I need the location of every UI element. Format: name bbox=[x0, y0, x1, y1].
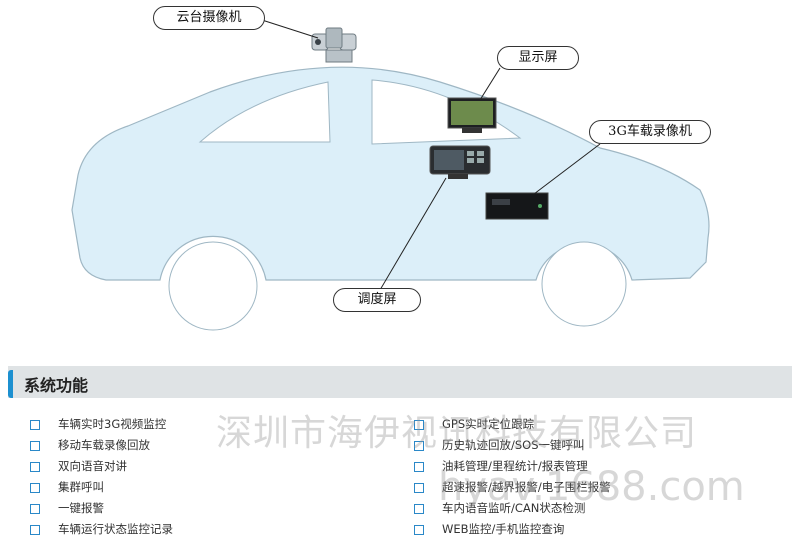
feature-label: 移动车载录像回放 bbox=[58, 438, 150, 452]
checkbox-bullet-icon bbox=[414, 440, 424, 451]
checkbox-bullet-icon bbox=[414, 482, 424, 493]
feature-label: 历史轨迹回放/SOS一键呼叫 bbox=[442, 438, 585, 452]
feature-item: 一键报警 bbox=[30, 498, 173, 519]
feature-item: 双向语音对讲 bbox=[30, 456, 173, 477]
feature-label: 超速报警/越界报警/电子围栏报警 bbox=[442, 480, 611, 494]
feature-item: 车辆实时3G视频监控 bbox=[30, 414, 173, 435]
leader-ptz bbox=[261, 19, 319, 39]
checkbox-bullet-icon bbox=[30, 503, 40, 514]
checkbox-bullet-icon bbox=[30, 461, 40, 472]
feature-label: WEB监控/手机监控查询 bbox=[442, 522, 565, 536]
checkbox-bullet-icon bbox=[414, 524, 424, 535]
feature-label: 双向语音对讲 bbox=[58, 459, 127, 473]
rear-wheel bbox=[541, 241, 627, 327]
section-header-bar bbox=[8, 366, 792, 398]
feature-item: 历史轨迹回放/SOS一键呼叫 bbox=[414, 435, 611, 456]
checkbox-bullet-icon bbox=[30, 524, 40, 535]
leader-display bbox=[479, 67, 501, 101]
callout-ptz-camera: 云台摄像机 bbox=[153, 6, 265, 30]
feature-item: 超速报警/越界报警/电子围栏报警 bbox=[414, 477, 611, 498]
callout-dispatch: 调度屏 bbox=[333, 288, 421, 312]
feature-label: 集群呼叫 bbox=[58, 480, 104, 494]
feature-label: 车内语音监听/CAN状态检测 bbox=[442, 501, 586, 515]
feature-item: 车内语音监听/CAN状态检测 bbox=[414, 498, 611, 519]
ptz-camera-icon bbox=[311, 27, 357, 63]
checkbox-bullet-icon bbox=[414, 461, 424, 472]
checkbox-bullet-icon bbox=[414, 503, 424, 514]
section-accent bbox=[8, 370, 13, 398]
feature-item: 油耗管理/里程统计/报表管理 bbox=[414, 456, 611, 477]
feature-item: 集群呼叫 bbox=[30, 477, 173, 498]
checkbox-bullet-icon bbox=[414, 419, 424, 430]
feature-label: 车辆实时3G视频监控 bbox=[58, 417, 167, 431]
display-monitor-icon bbox=[447, 97, 497, 133]
leader-dispatch bbox=[379, 177, 447, 291]
feature-label: GPS实时定位跟踪 bbox=[442, 417, 535, 431]
rear-window bbox=[198, 81, 331, 143]
section-title: 系统功能 bbox=[24, 376, 89, 395]
feature-item: 移动车载录像回放 bbox=[30, 435, 173, 456]
car-system-diagram bbox=[71, 19, 710, 331]
checkbox-bullet-icon bbox=[30, 419, 40, 430]
feature-item: 车辆运行状态监控记录 bbox=[30, 519, 173, 540]
dispatch-screen-icon bbox=[429, 145, 491, 179]
dvr-box-icon bbox=[485, 192, 549, 220]
feature-label: 油耗管理/里程统计/报表管理 bbox=[442, 459, 588, 473]
feature-item: WEB监控/手机监控查询 bbox=[414, 519, 611, 540]
features-left-list: 车辆实时3G视频监控移动车载录像回放双向语音对讲集群呼叫一键报警车辆运行状态监控… bbox=[30, 414, 173, 540]
features-right-list: GPS实时定位跟踪历史轨迹回放/SOS一键呼叫油耗管理/里程统计/报表管理超速报… bbox=[414, 414, 611, 540]
callout-dvr: 3G车载录像机 bbox=[589, 120, 711, 144]
front-wheel bbox=[168, 241, 258, 331]
callout-display: 显示屏 bbox=[497, 46, 579, 70]
checkbox-bullet-icon bbox=[30, 482, 40, 493]
feature-label: 车辆运行状态监控记录 bbox=[58, 522, 173, 536]
feature-item: GPS实时定位跟踪 bbox=[414, 414, 611, 435]
feature-label: 一键报警 bbox=[58, 501, 104, 515]
leader-dvr bbox=[533, 143, 601, 195]
checkbox-bullet-icon bbox=[30, 440, 40, 451]
